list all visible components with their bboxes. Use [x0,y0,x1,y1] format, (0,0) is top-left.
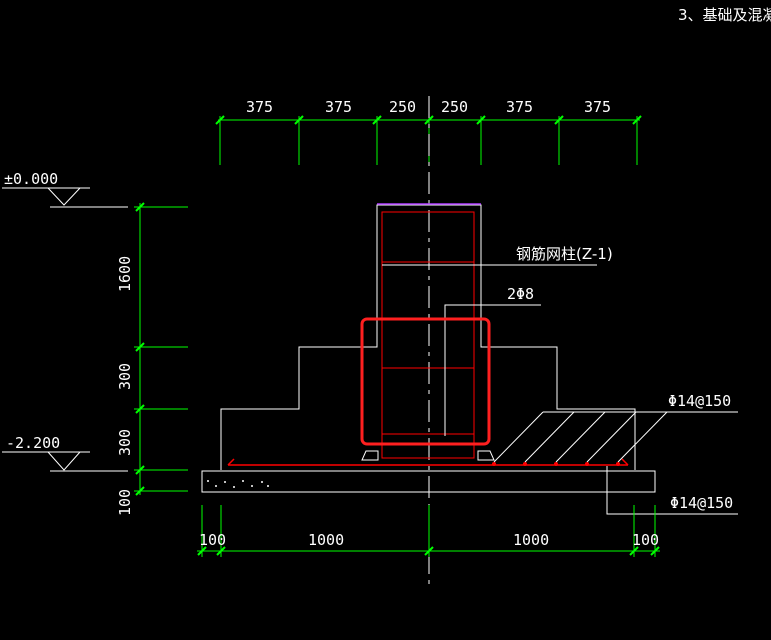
level-mark-bottom [2,451,128,472]
footing-outline [220,204,636,470]
bottom-rebar-hooks [227,458,629,466]
rebar-lower-label: Φ14@150 [670,494,733,512]
top-dim-6: 375 [584,98,611,116]
top-dimension-group [215,115,642,165]
rebar-dots [492,462,620,466]
bottom-dim-1: 100 [199,531,226,549]
top-dim-5: 375 [506,98,533,116]
highlight-box [360,317,491,446]
stirrup-leader [444,304,541,436]
vert-dim-100: 100 [116,489,134,516]
vert-dim-300a: 300 [116,363,134,390]
level-top-label: ±0.000 [4,170,58,188]
top-dim-4: 250 [441,98,468,116]
level-bottom-label: -2.200 [6,434,60,452]
bottom-dim-2: 1000 [308,531,344,549]
vert-dim-1600: 1600 [116,256,134,292]
vertical-dimension-group [134,202,188,496]
column-rebar [381,211,475,459]
rebar-leader-lower [606,466,738,515]
vert-dim-300b: 300 [116,429,134,456]
top-dimension-labels: 375 375 250 250 375 375 [246,98,611,116]
bottom-dimension-group [197,505,660,557]
top-dim-2: 375 [325,98,352,116]
cushion-layer [201,470,656,493]
stirrup-label: 2Φ8 [507,285,534,303]
vertical-dimension-labels: 1600 300 300 100 [116,256,134,516]
bottom-dimension-labels: 100 1000 1000 100 [199,531,659,549]
bottom-dim-3: 1000 [513,531,549,549]
drawing-title: 3、基础及混凝土柱. [678,6,771,24]
top-dim-1: 375 [246,98,273,116]
bottom-dim-4: 100 [632,531,659,549]
level-mark-top [2,187,128,208]
column-feet [361,450,495,461]
column-label: 钢筋网柱(Z-1) [516,245,613,263]
rebar-leader-upper [493,411,738,463]
rebar-upper-label: Φ14@150 [668,392,731,410]
top-dim-3: 250 [389,98,416,116]
cushion-hatch [207,480,269,488]
